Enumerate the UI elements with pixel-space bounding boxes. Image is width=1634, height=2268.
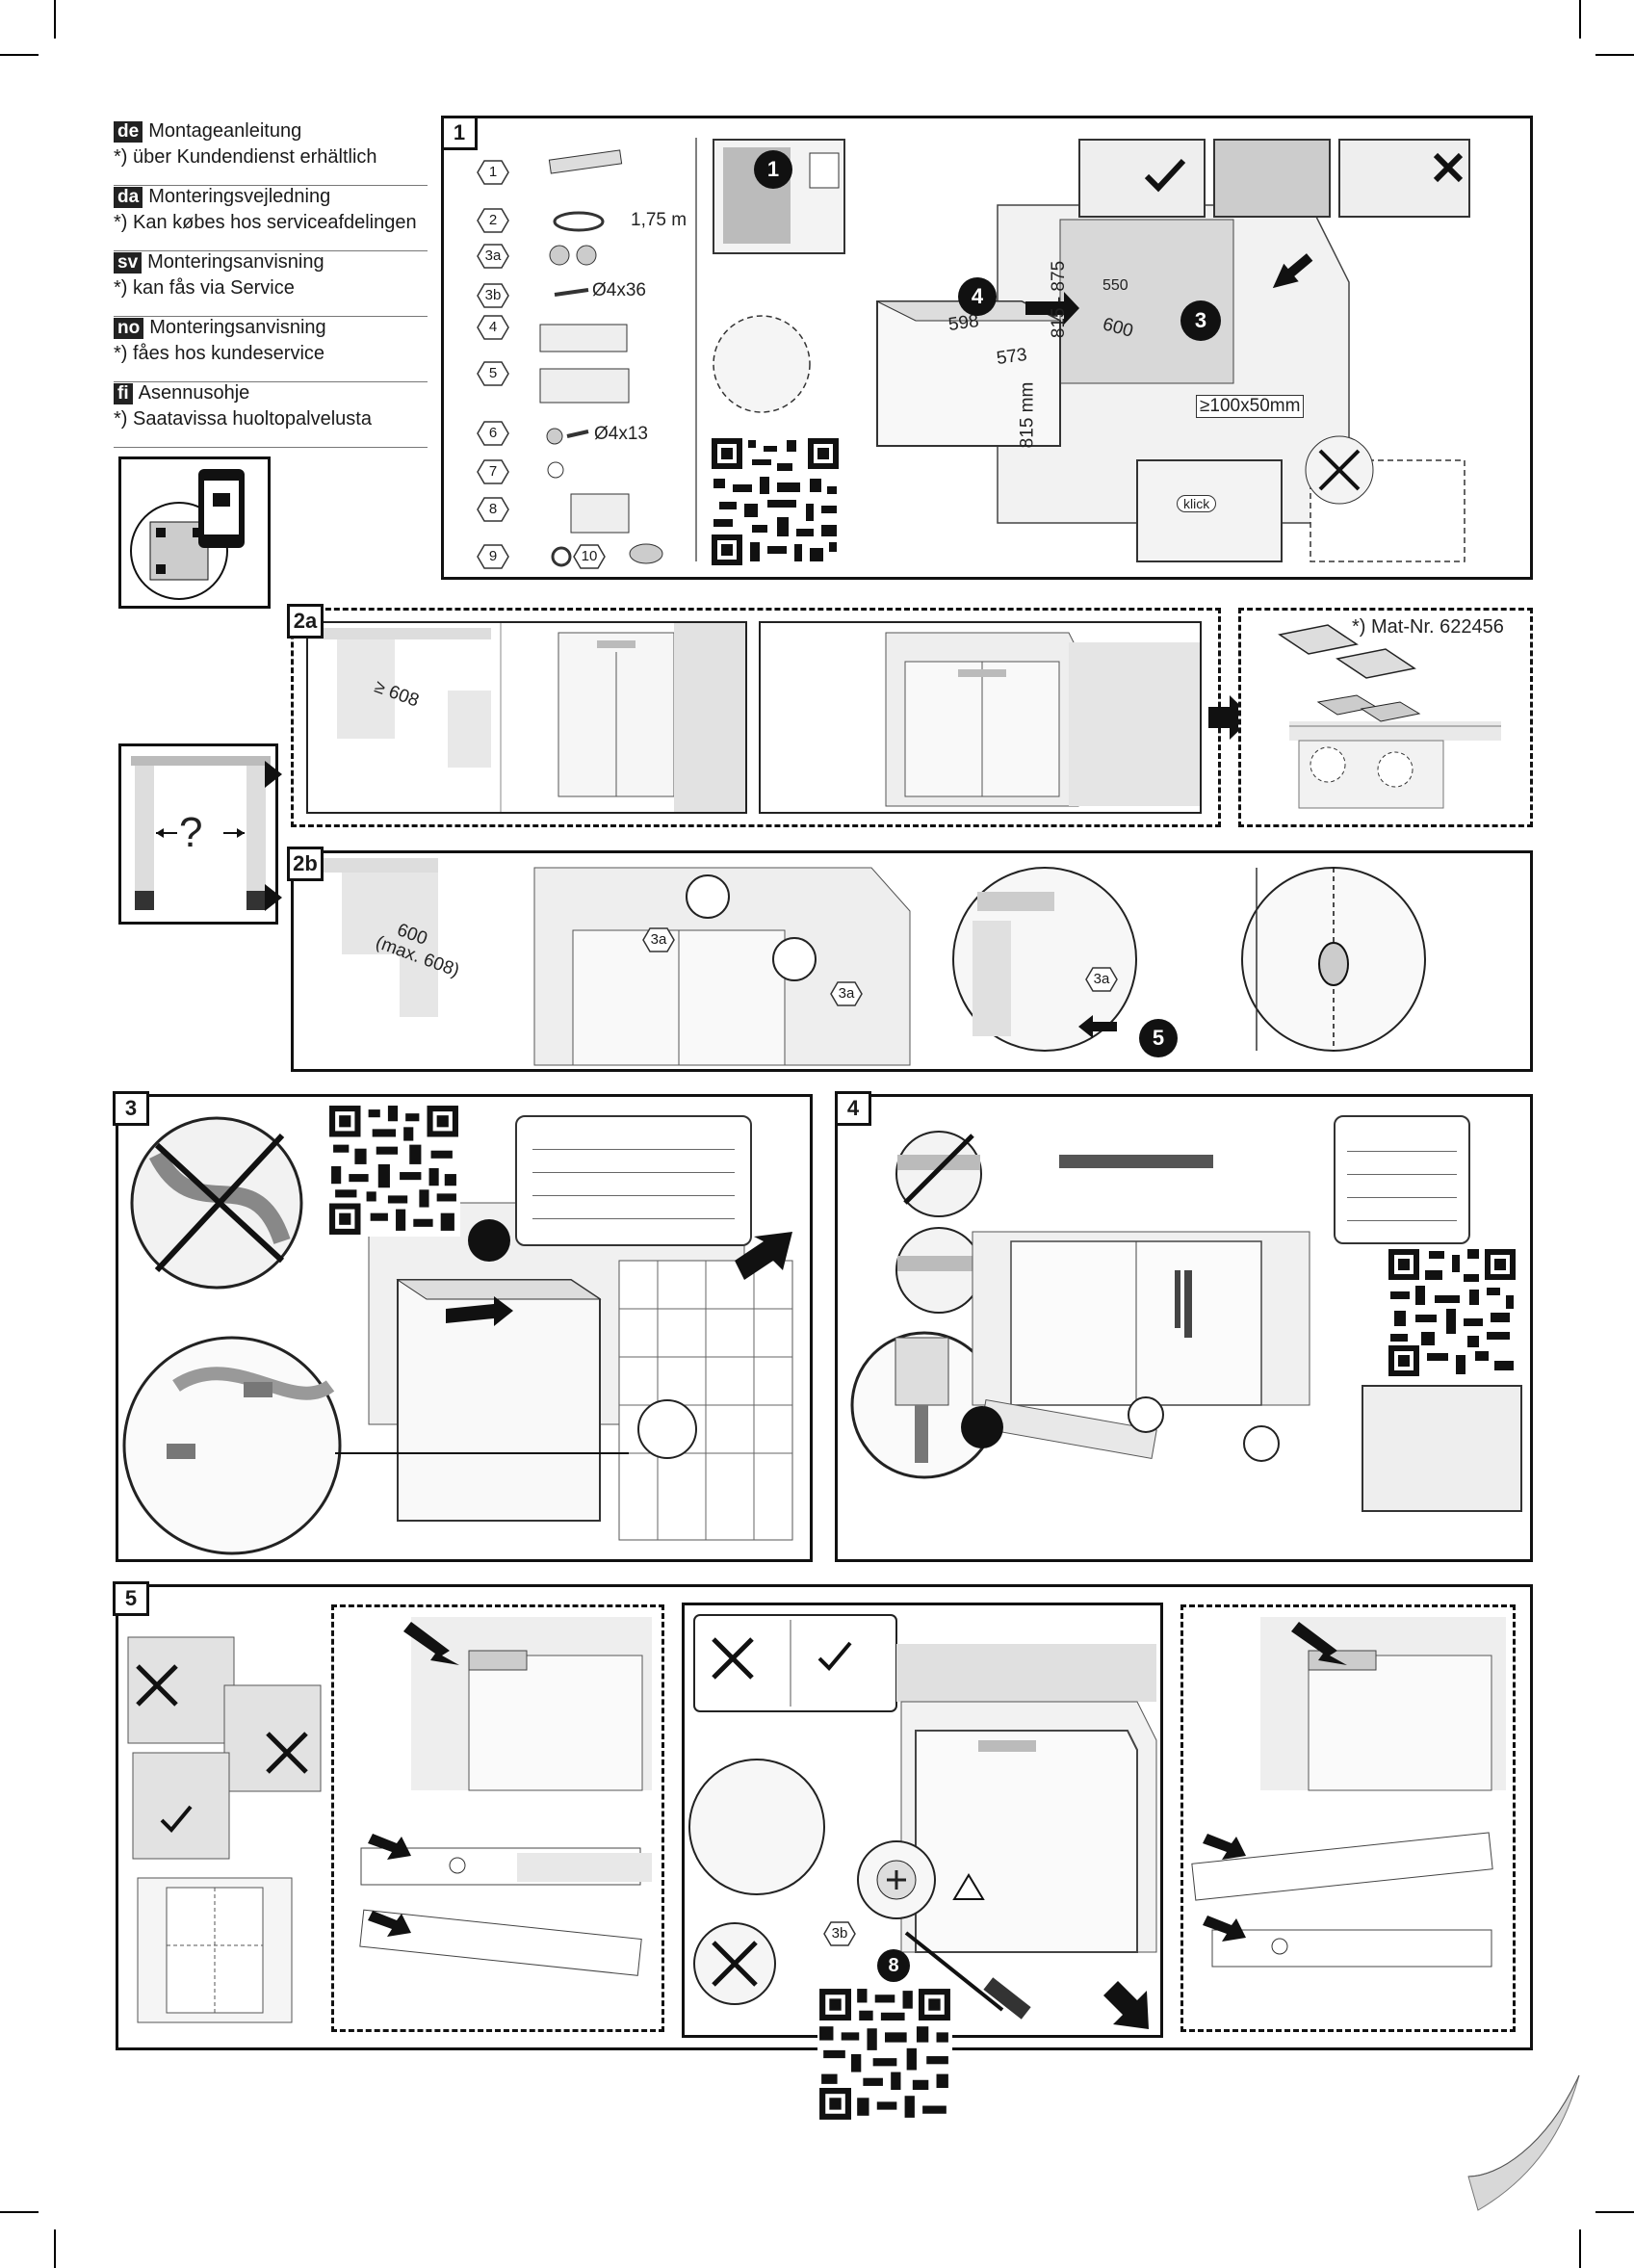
section-5-panel-center bbox=[682, 1603, 1163, 2038]
screw-size-label: Ø4x36 bbox=[592, 280, 646, 300]
section-5-panel-left bbox=[331, 1604, 664, 2032]
lang-title: Asennusohje bbox=[138, 382, 250, 404]
page-curl-icon bbox=[1467, 2074, 1580, 2211]
material-number-label: *) Mat-Nr. 622456 bbox=[1352, 616, 1504, 638]
klick-label: klick bbox=[1177, 495, 1217, 512]
section-2a-inset-right bbox=[759, 621, 1202, 814]
part-callout-9: 9 bbox=[477, 543, 509, 570]
badge-4: 4 bbox=[958, 277, 997, 316]
badge-dot bbox=[961, 1406, 1003, 1448]
badge-1: 1 bbox=[754, 150, 792, 189]
step-number-2a: 2a bbox=[287, 604, 324, 639]
part-callout-3a: 3a bbox=[830, 980, 863, 1007]
dim-815mm: 815 mm bbox=[1017, 381, 1038, 449]
door-hinge-illustration-2 bbox=[1191, 1617, 1506, 1968]
badge-5: 5 bbox=[1139, 1019, 1178, 1057]
spare-part-panel bbox=[1238, 608, 1533, 827]
part-callout-6: 6 bbox=[477, 420, 509, 447]
note-box bbox=[1334, 1115, 1470, 1244]
section-2a-inset-left bbox=[306, 621, 747, 814]
part-callout-2: 2 bbox=[477, 207, 509, 234]
badge-dot bbox=[468, 1219, 510, 1262]
step-number-2b: 2b bbox=[287, 847, 324, 881]
lang-note: *) kan fås via Service bbox=[114, 277, 295, 299]
qr-code bbox=[327, 1104, 460, 1237]
lang-title: Monteringsanvisning bbox=[147, 251, 324, 273]
section-2b bbox=[291, 850, 1533, 1072]
lang-title: Montageanleitung bbox=[148, 120, 302, 142]
mounting-bracket-illustration bbox=[1278, 624, 1501, 809]
crop-mark bbox=[1595, 2211, 1634, 2213]
part-callout-10: 10 bbox=[573, 543, 606, 570]
badge-8: 8 bbox=[877, 1949, 910, 1982]
crop-mark bbox=[54, 2229, 56, 2268]
qr-code bbox=[1387, 1247, 1517, 1378]
part-callout-8: 8 bbox=[477, 496, 509, 523]
part-callout-3a: 3a bbox=[642, 926, 675, 953]
part-callout-4: 4 bbox=[477, 314, 509, 341]
part-callout-3b: 3b bbox=[477, 282, 509, 309]
step-number-1: 1 bbox=[441, 116, 478, 150]
step-number-3: 3 bbox=[113, 1091, 149, 1126]
lang-title: Monteringsanvisning bbox=[149, 317, 326, 338]
part-callout-3a: 3a bbox=[1085, 966, 1118, 993]
screw-size-label-2: Ø4x13 bbox=[594, 424, 648, 444]
dishwasher-installed-illustration bbox=[885, 632, 1200, 807]
section-4-illustration bbox=[850, 1131, 1522, 1512]
pointer-icon bbox=[265, 884, 282, 911]
section-2b-illustration bbox=[294, 858, 1426, 1066]
part-callout-1: 1 bbox=[477, 159, 509, 186]
door-fastening-illustration bbox=[688, 1614, 1157, 2029]
crop-mark bbox=[0, 54, 39, 56]
qr-code bbox=[817, 1987, 952, 2122]
lang-note: *) über Kundendienst erhältlich bbox=[114, 146, 377, 168]
lang-note: *) fåes hos kundeservice bbox=[114, 343, 325, 364]
lang-note: *) Saatavissa huoltopalvelusta bbox=[114, 408, 372, 430]
dim-815-875: 815 - 875 bbox=[1049, 260, 1070, 339]
cable-length-label: 1,75 m bbox=[631, 210, 687, 230]
crop-mark bbox=[54, 0, 56, 39]
badge-3: 3 bbox=[1180, 300, 1221, 341]
lang-note: *) Kan købes hos serviceafdelingen bbox=[114, 212, 417, 233]
dim-573: 573 bbox=[995, 344, 1028, 370]
note-box bbox=[515, 1115, 752, 1246]
part-callout-5: 5 bbox=[477, 360, 509, 387]
qr-code bbox=[710, 436, 841, 567]
question-mark: ? bbox=[179, 809, 203, 856]
cabinet-gap-illustration bbox=[308, 623, 745, 812]
crop-mark bbox=[1579, 0, 1581, 39]
section-1 bbox=[441, 116, 1533, 580]
lang-title: Monteringsvejledning bbox=[148, 186, 331, 207]
crop-mark bbox=[0, 2211, 39, 2213]
phone-scan-illustration bbox=[118, 456, 271, 609]
section-3-illustration bbox=[122, 1116, 793, 1555]
part-callout-3b: 3b bbox=[823, 1920, 856, 1947]
phone-qr-icon bbox=[130, 469, 245, 600]
right-arrow-icon bbox=[1208, 695, 1253, 740]
step-number-5: 5 bbox=[113, 1581, 149, 1616]
door-hinge-illustration bbox=[359, 1617, 652, 1976]
section-1-illustration bbox=[539, 138, 1470, 567]
crop-mark bbox=[1579, 2229, 1581, 2268]
section-5-panel-right bbox=[1180, 1604, 1516, 2032]
dim-100x50: ≥100x50mm bbox=[1196, 395, 1305, 418]
crop-mark bbox=[1595, 54, 1634, 56]
dim-550: 550 bbox=[1102, 277, 1128, 294]
part-callout-3a: 3a bbox=[477, 243, 509, 270]
alignment-illustration bbox=[127, 1636, 322, 2023]
pointer-icon bbox=[265, 761, 282, 788]
part-callout-7: 7 bbox=[477, 458, 509, 485]
gap-question-illustration bbox=[118, 743, 278, 925]
step-number-4: 4 bbox=[835, 1091, 871, 1126]
